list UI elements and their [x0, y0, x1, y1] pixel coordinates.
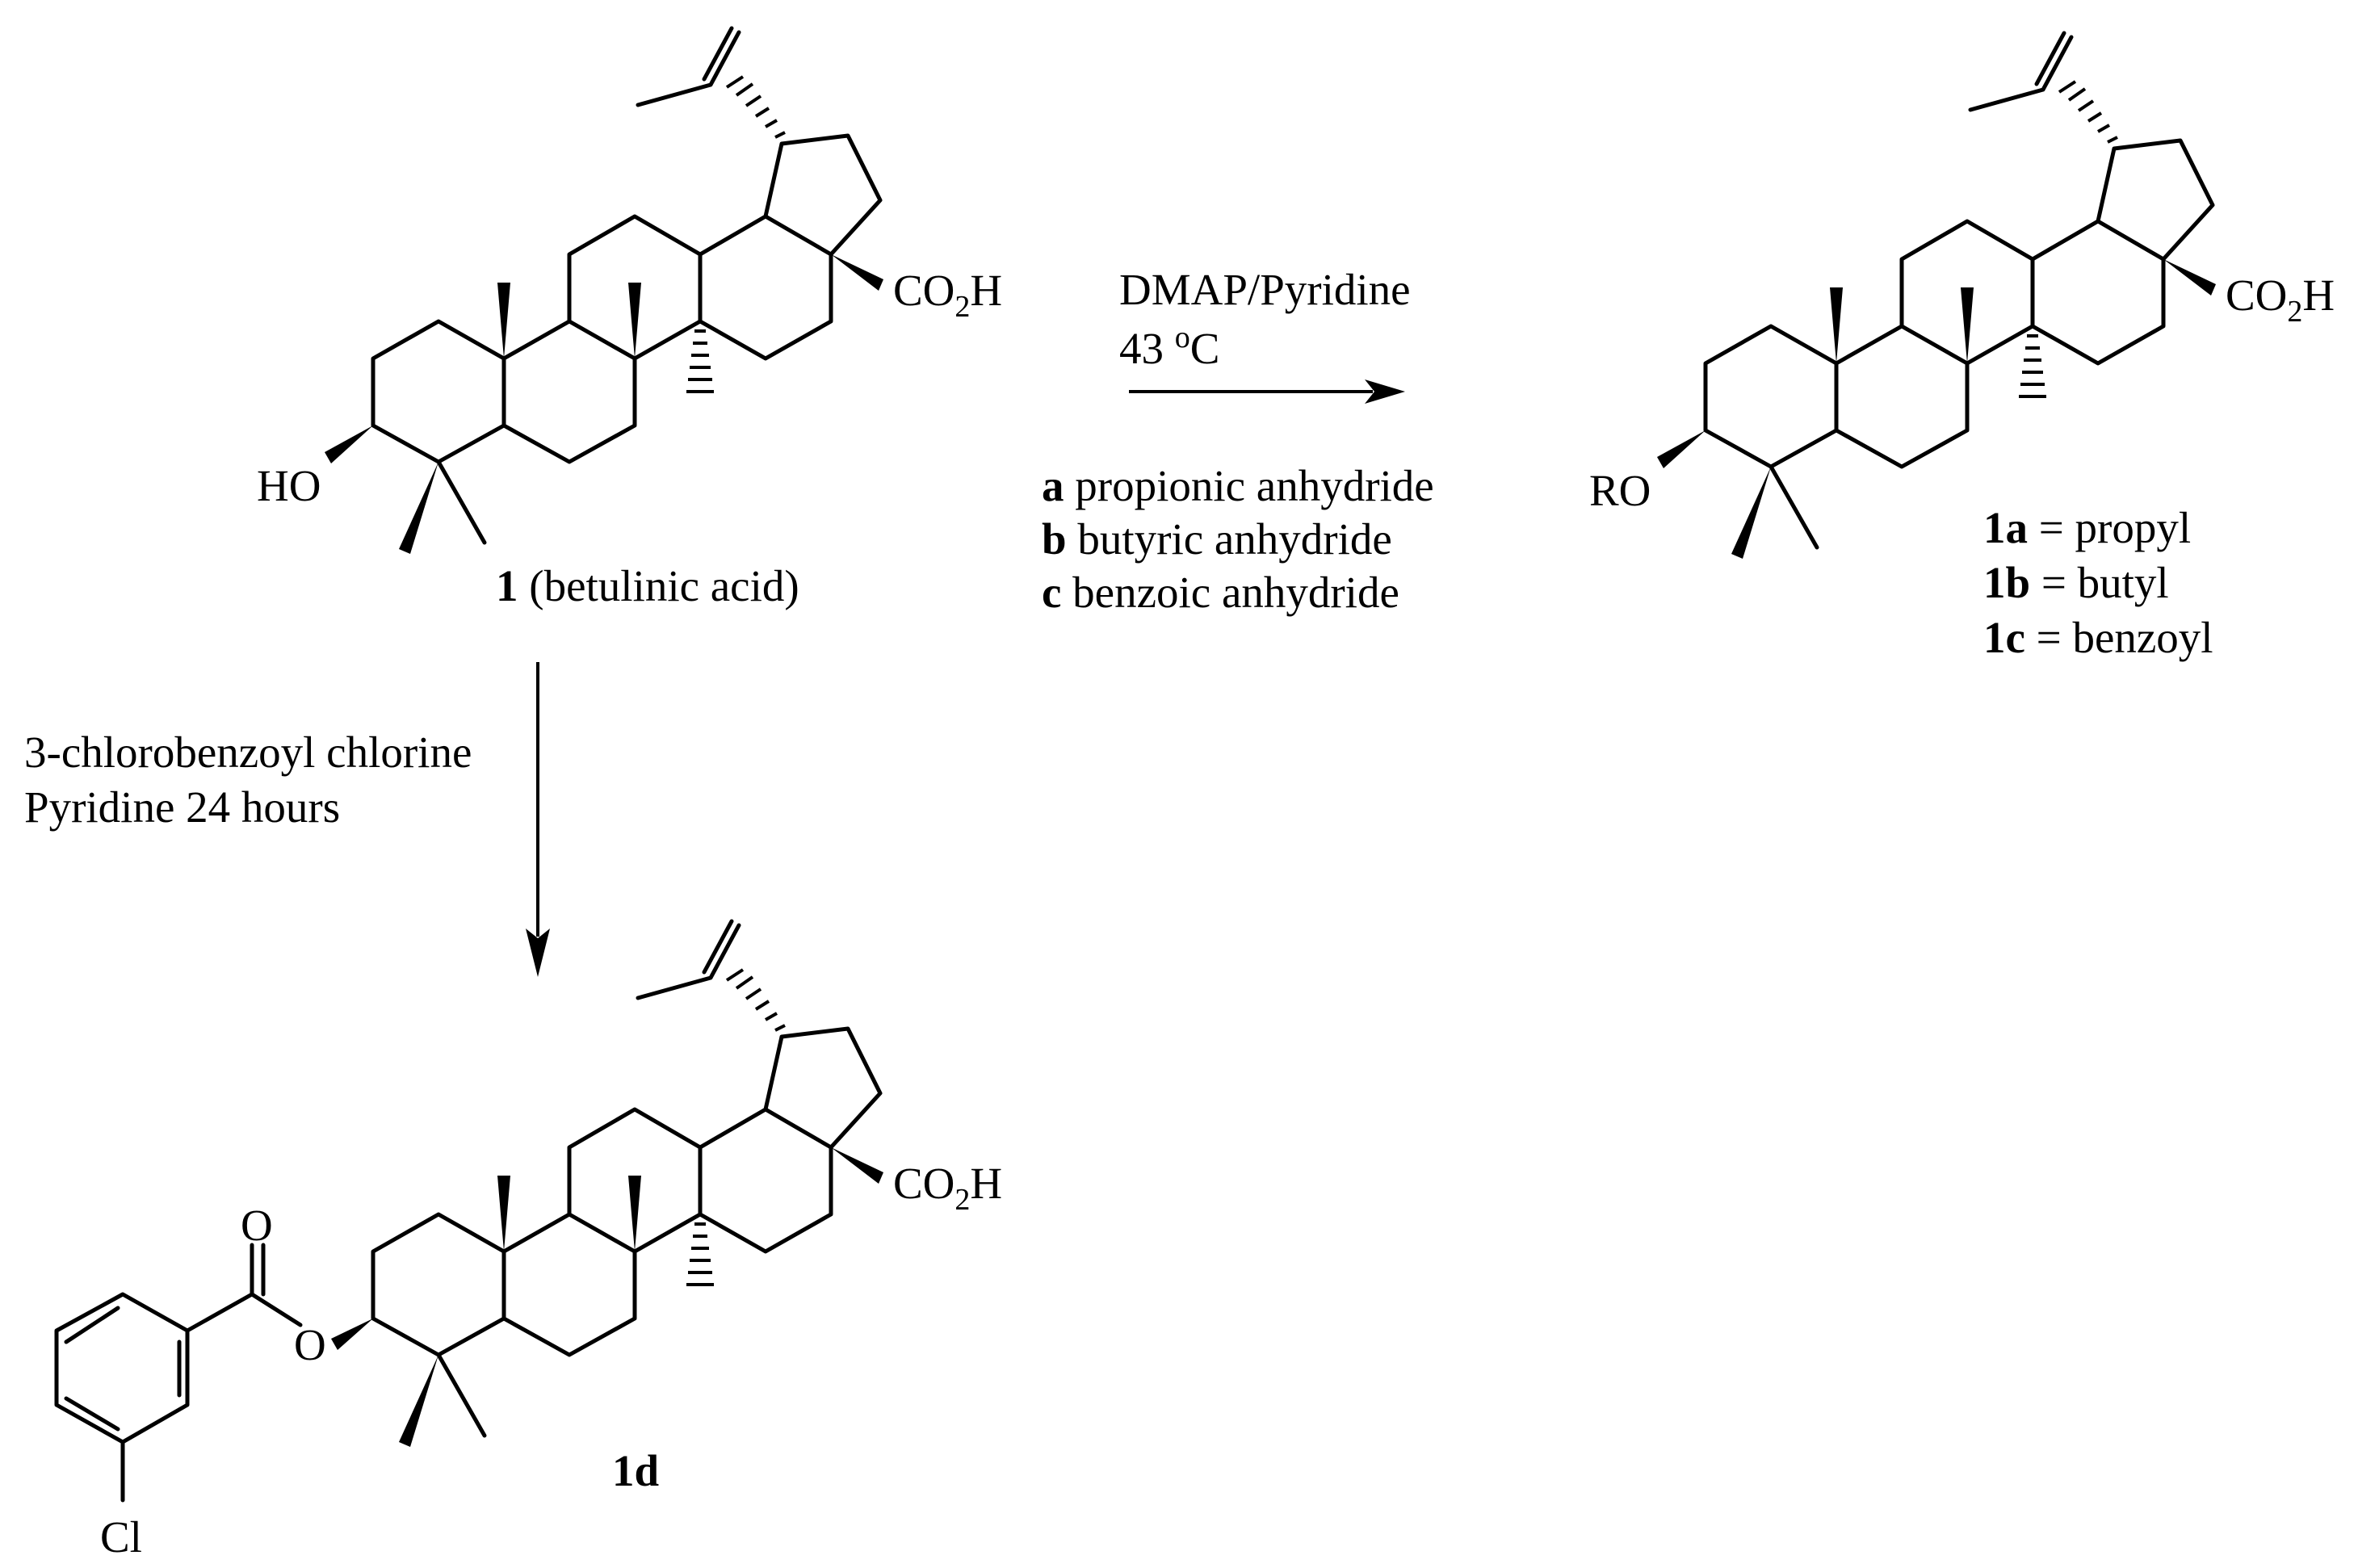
- hydroxyl-wedge: [325, 426, 373, 463]
- gem-methyl-wedge: [399, 462, 438, 554]
- legend-1c: 1c = benzoyl: [1983, 613, 2213, 662]
- methyl-wedge-c10: [497, 283, 510, 358]
- carbonyl-oxygen: O: [241, 1201, 273, 1250]
- isopropenyl-hashed-bond: [725, 75, 786, 139]
- hydroxyl-label: HO: [257, 461, 321, 510]
- methyl-wedge-c8: [628, 283, 641, 358]
- ester-wedge: [331, 1319, 373, 1350]
- reaction-arrow-right: [1129, 379, 1405, 404]
- ring-a: [371, 319, 506, 464]
- 1d-carboxyl-label: CO2H: [893, 1159, 1002, 1217]
- compound-1-caption: 1 (betulinic acid): [496, 561, 799, 610]
- chlorobenzoyl-ester-structure: O O Cl CO2H: [54, 919, 1002, 1562]
- ring-e: [763, 133, 883, 257]
- carboxyl-wedge: [831, 254, 883, 291]
- down-condition-line1: 3-chlorobenzoyl chlorine: [24, 727, 472, 777]
- methyl-hash-c14: [686, 329, 714, 393]
- benzene-ring: [54, 1292, 190, 1444]
- reagent-b: b butyric anhydride: [1042, 514, 1392, 564]
- legend-1a: 1a = propyl: [1983, 503, 2191, 552]
- ring-d: [698, 214, 833, 361]
- ro-label: RO: [1589, 466, 1651, 515]
- ester-product-structure: RO CO2H: [1589, 31, 2335, 559]
- ring-c: [567, 214, 703, 361]
- ring-b: [501, 319, 637, 464]
- reagent-a: a propionic anhydride: [1042, 461, 1434, 510]
- gem-methyl-bond: [436, 459, 487, 545]
- chlorine-label: Cl: [100, 1512, 142, 1562]
- carbonyl-bonds: [185, 1243, 303, 1333]
- right-condition-line2: 43 oC: [1119, 321, 1219, 373]
- ester-oxygen: O: [294, 1320, 326, 1369]
- right-condition-line1: DMAP/Pyridine: [1119, 265, 1411, 314]
- carboxyl-label: CO2H: [893, 266, 1002, 324]
- isopropenyl-chain: [636, 26, 741, 107]
- reaction-arrow-down: [526, 662, 550, 977]
- product-carboxyl-label: CO2H: [2226, 270, 2335, 329]
- compound-1d-caption: 1d: [612, 1446, 659, 1495]
- legend-1b: 1b = butyl: [1983, 558, 2169, 607]
- betulinic-acid-structure: HO CO2H 1 (betulinic acid): [257, 26, 1002, 610]
- reagent-c: c benzoic anhydride: [1042, 568, 1399, 617]
- down-condition-line2: Pyridine 24 hours: [24, 782, 340, 832]
